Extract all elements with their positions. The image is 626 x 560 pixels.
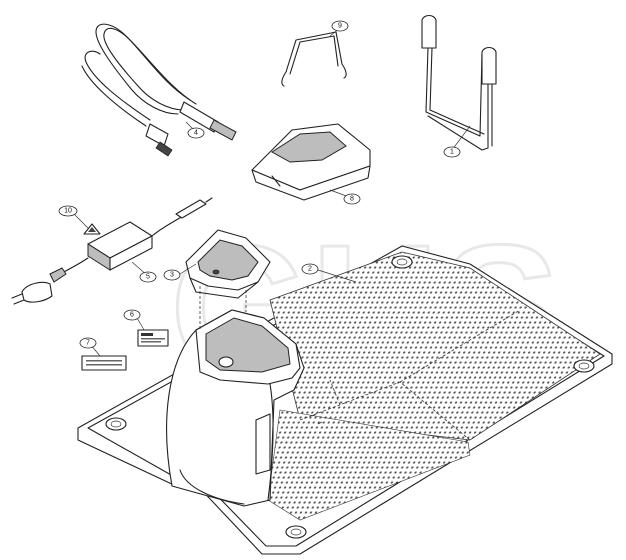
part-power-supply [11,197,213,305]
part-cover-frame [185,229,271,330]
part-warning-sticker [83,223,101,235]
callout-1: 1 [443,146,461,158]
callout-6-label: 6 [130,312,134,319]
part-info-label [81,355,127,371]
callout-2: 2 [301,263,319,275]
callout-4: 4 [187,127,205,139]
callout-1-label: 1 [450,149,454,156]
part-top-cover [251,123,371,201]
plate-screw-holes [105,255,595,539]
callout-7-label: 7 [86,340,90,347]
callout-5: 5 [139,271,157,283]
callout-10-label: 10 [64,208,72,215]
callout-9: 9 [331,20,349,32]
callout-7: 7 [79,337,97,349]
part-charging-station-body [166,309,305,507]
part-rating-label [137,329,169,347]
part-wire-clip [281,31,347,87]
callout-9-label: 9 [338,23,342,30]
callout-2-label: 2 [308,266,312,273]
callout-3: 3 [163,269,181,281]
callout-5-label: 5 [146,274,150,281]
callout-8: 8 [343,193,361,205]
callout-6: 6 [123,309,141,321]
callout-8-label: 8 [350,196,354,203]
callout-3-label: 3 [170,272,174,279]
part-pegs [421,14,497,151]
part-usb-cable [81,23,237,157]
callout-10: 10 [58,205,78,217]
callout-4-label: 4 [194,130,198,137]
